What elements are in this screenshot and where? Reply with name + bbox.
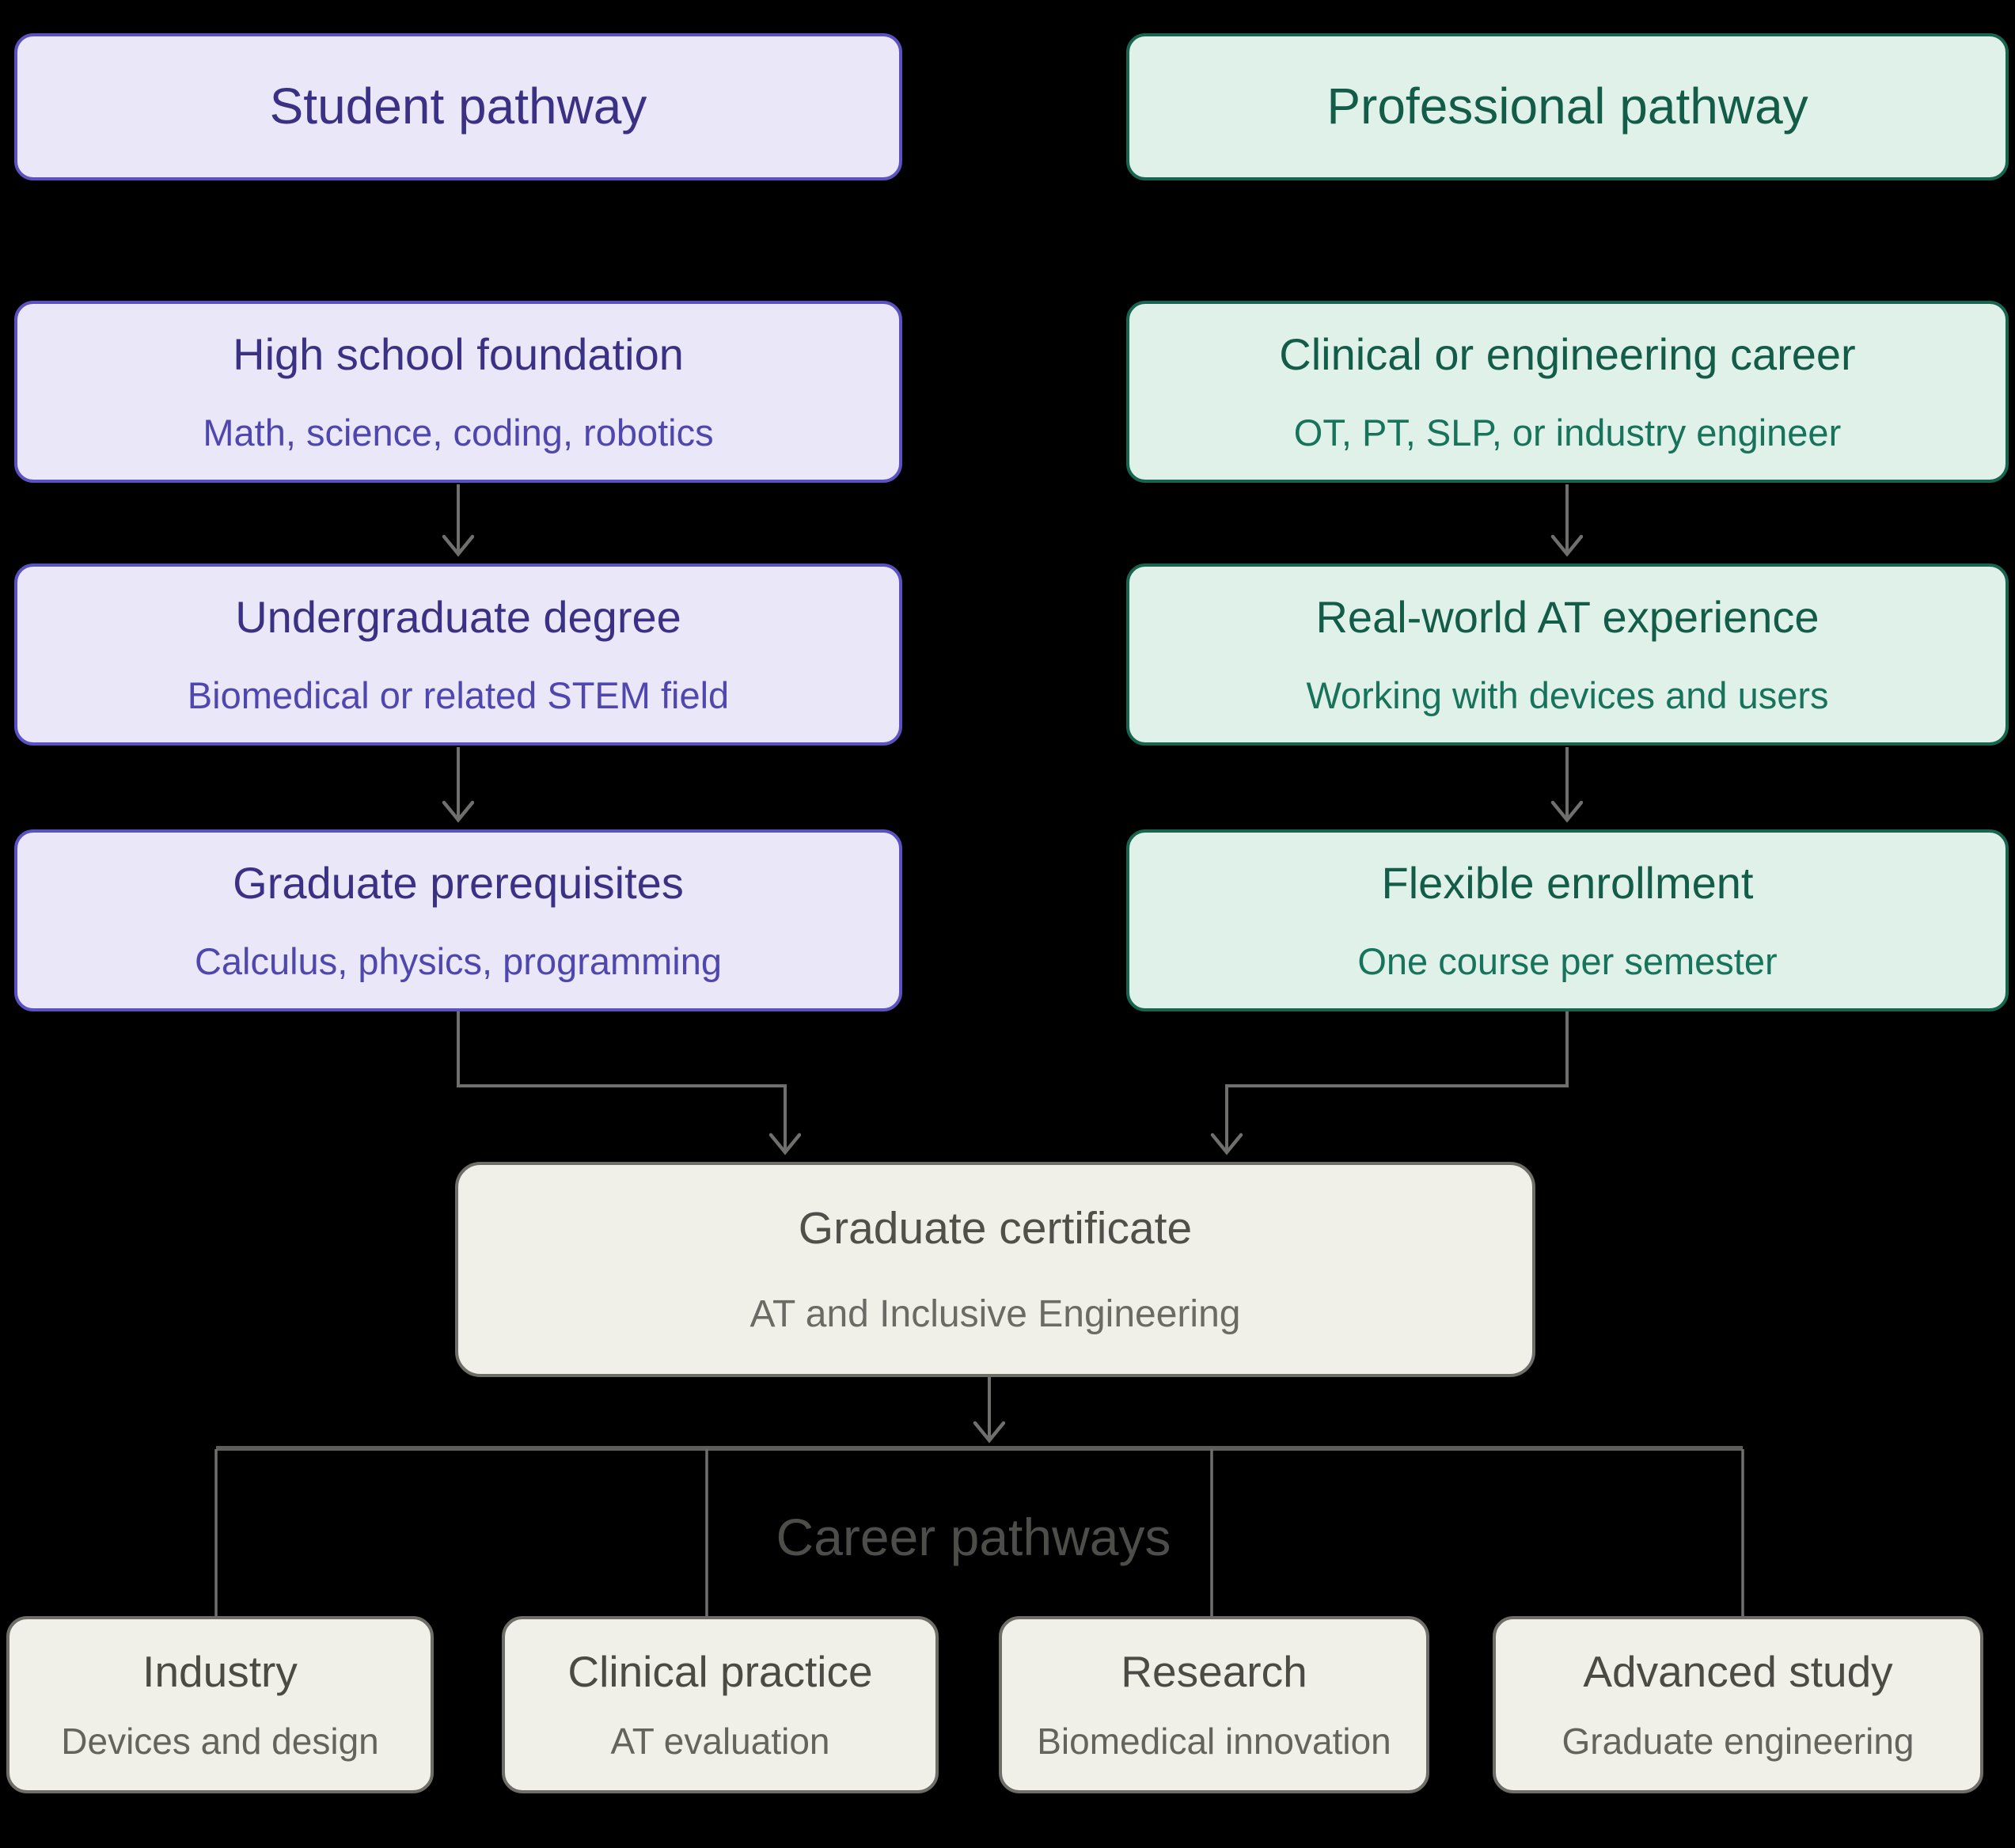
career-subtitle: Devices and design bbox=[61, 1721, 379, 1763]
step-clinical-or-engineering-career: Clinical or engineering career OT, PT, S… bbox=[1126, 301, 2009, 483]
certificate-subtitle: AT and Inclusive Engineering bbox=[749, 1293, 1241, 1336]
career-subtitle: Biomedical innovation bbox=[1037, 1721, 1391, 1763]
step-title: Flexible enrollment bbox=[1381, 857, 1754, 908]
certificate-title: Graduate certificate bbox=[798, 1202, 1193, 1254]
step-subtitle: Math, science, coding, robotics bbox=[203, 412, 714, 454]
elbow-professional-to-certificate bbox=[1227, 1011, 1569, 1152]
step-title: Graduate prerequisites bbox=[233, 857, 684, 908]
student-pathway-header: Student pathway bbox=[14, 33, 902, 180]
career-title: Research bbox=[1121, 1646, 1307, 1696]
career-option-research: Research Biomedical innovation bbox=[999, 1616, 1429, 1793]
step-title: Real-world AT experience bbox=[1315, 591, 1820, 642]
career-option-industry: Industry Devices and design bbox=[6, 1616, 434, 1793]
career-subtitle: Graduate engineering bbox=[1562, 1721, 1914, 1763]
step-subtitle: Biomedical or related STEM field bbox=[187, 674, 730, 717]
step-title: High school foundation bbox=[233, 328, 684, 379]
career-pathways-label: Career pathways bbox=[776, 1508, 1171, 1566]
professional-pathway-header-label: Professional pathway bbox=[1326, 78, 1808, 135]
step-real-world-at-experience: Real-world AT experience Working with de… bbox=[1126, 564, 2009, 746]
career-subtitle: AT evaluation bbox=[610, 1721, 830, 1763]
step-title: Undergraduate degree bbox=[235, 591, 681, 642]
professional-pathway-header: Professional pathway bbox=[1126, 33, 2009, 180]
student-pathway-header-label: Student pathway bbox=[269, 78, 647, 135]
career-title: Clinical practice bbox=[567, 1646, 873, 1696]
elbow-student-to-certificate bbox=[457, 1011, 785, 1152]
graduate-certificate-node: Graduate certificate AT and Inclusive En… bbox=[455, 1162, 1535, 1377]
step-undergraduate-degree: Undergraduate degree Biomedical or relat… bbox=[14, 564, 902, 746]
step-subtitle: One course per semester bbox=[1357, 940, 1778, 983]
step-subtitle: OT, PT, SLP, or industry engineer bbox=[1293, 412, 1842, 454]
step-flexible-enrollment: Flexible enrollment One course per semes… bbox=[1126, 829, 2009, 1011]
step-subtitle: Working with devices and users bbox=[1306, 674, 1829, 717]
career-option-clinical-practice: Clinical practice AT evaluation bbox=[502, 1616, 939, 1793]
step-subtitle: Calculus, physics, programming bbox=[194, 940, 723, 983]
step-title: Clinical or engineering career bbox=[1279, 328, 1856, 379]
step-graduate-prerequisites: Graduate prerequisites Calculus, physics… bbox=[14, 829, 902, 1011]
step-high-school-foundation: High school foundation Math, science, co… bbox=[14, 301, 902, 483]
career-title: Industry bbox=[142, 1646, 298, 1696]
career-option-advanced-study: Advanced study Graduate engineering bbox=[1493, 1616, 1983, 1793]
career-title: Advanced study bbox=[1583, 1646, 1893, 1696]
